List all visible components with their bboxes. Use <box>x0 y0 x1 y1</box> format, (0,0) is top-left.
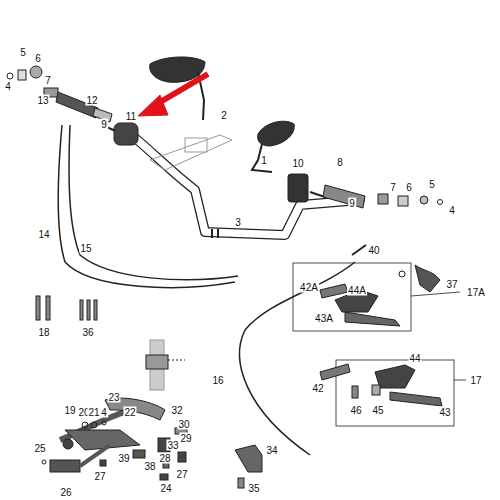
callout-number: 2 <box>220 110 228 121</box>
callout-number: 19 <box>63 405 76 416</box>
callout-number: 7 <box>389 182 397 193</box>
callout-number: 6 <box>34 53 42 64</box>
callout-number: 37 <box>445 279 458 290</box>
callout-number: 4 <box>448 205 456 216</box>
callout-number: 7 <box>44 75 52 86</box>
callout-number: 28 <box>158 453 171 464</box>
callout-number: 46 <box>349 405 362 416</box>
callout-number: 5 <box>19 47 27 58</box>
callout-number: 36 <box>81 327 94 338</box>
callout-number: 44A <box>347 285 367 296</box>
callout-number: 34 <box>265 445 278 456</box>
callout-number: 38 <box>143 461 156 472</box>
callout-number: 25 <box>33 443 46 454</box>
callout-number: 17A <box>466 287 486 298</box>
callout-number: 13 <box>36 95 49 106</box>
callout-number: 35 <box>247 483 260 494</box>
callout-number: 26 <box>59 487 72 498</box>
callout-number: 43A <box>314 313 334 324</box>
callout-number: 44 <box>408 353 421 364</box>
callout-number: 40 <box>367 245 380 256</box>
callout-number: 33 <box>166 440 179 451</box>
callout-number: 42 <box>311 383 324 394</box>
callout-number: 17 <box>469 375 482 386</box>
callout-number: 42A <box>299 282 319 293</box>
callout-number: 43 <box>438 407 451 418</box>
callout-number: 15 <box>79 243 92 254</box>
callout-number: 8 <box>336 157 344 168</box>
callout-number: 24 <box>159 483 172 494</box>
callout-number: 29 <box>179 433 192 444</box>
callout-number: 16 <box>211 375 224 386</box>
callout-number: 6 <box>405 182 413 193</box>
callout-number: 21 <box>87 407 100 418</box>
callout-number: 9 <box>348 198 356 209</box>
callout-number: 11 <box>125 111 137 122</box>
callout-number: 30 <box>177 419 190 430</box>
callout-number: 39 <box>117 453 130 464</box>
callout-number: 27 <box>175 469 188 480</box>
callout-number: 3 <box>234 217 242 228</box>
callout-number: 12 <box>85 95 98 106</box>
callout-number: 22 <box>123 407 136 418</box>
callout-number: 10 <box>291 158 304 169</box>
callout-number: 27 <box>93 471 106 482</box>
callout-number: 18 <box>37 327 50 338</box>
callout-number: 4 <box>100 407 108 418</box>
callout-number: 4 <box>4 81 12 92</box>
callout-number: 32 <box>170 405 183 416</box>
callout-number: 5 <box>428 179 436 190</box>
callout-number: 23 <box>107 392 120 403</box>
callout-number: 45 <box>371 405 384 416</box>
callout-number: 9 <box>100 119 108 130</box>
callout-number: 1 <box>260 155 268 166</box>
callout-number: 14 <box>37 229 50 240</box>
